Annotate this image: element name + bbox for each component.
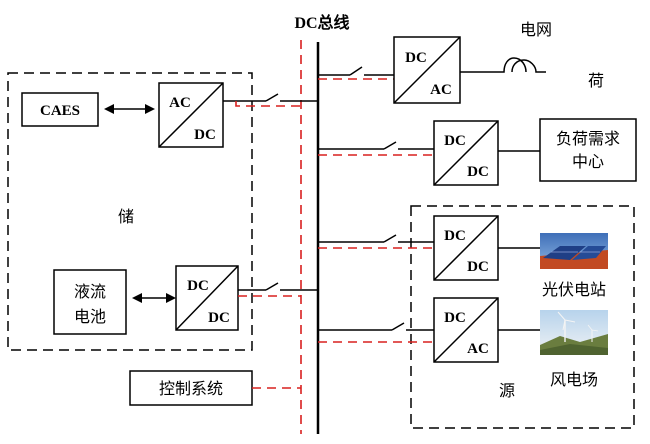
wind-farm-image (540, 310, 608, 355)
grid-switch (349, 66, 363, 76)
wind-converter-top: DC (444, 310, 466, 326)
pv-converter-top: DC (444, 228, 466, 244)
wind-converter-diagonal (433, 297, 499, 363)
caes-arrow-right-icon (145, 104, 155, 114)
caes-control-line (235, 101, 301, 107)
caes-box (21, 92, 99, 127)
grid-converter-diagonal (393, 36, 461, 104)
storage-region-label: 储 (118, 207, 134, 226)
pv-switch (383, 234, 397, 243)
load-converter-top: DC (444, 133, 466, 149)
caes-label: CAES (40, 103, 80, 119)
wind-converter-bottom: AC (467, 341, 489, 357)
grid-label: 电网 (520, 20, 552, 39)
source-region-label: 源 (499, 381, 515, 400)
flow-converter-top: DC (187, 278, 209, 294)
storage-region (7, 72, 253, 351)
caes-arrow-left-icon (104, 104, 114, 114)
wind-label: 风电场 (550, 370, 598, 389)
load-switch (383, 141, 397, 150)
flow-battery-label-2: 电池 (74, 307, 106, 326)
load-center-box (539, 118, 637, 182)
grid-transformer-icon (500, 57, 546, 73)
flow-converter-bottom: DC (208, 310, 230, 326)
flow-switch (265, 282, 279, 291)
flow-arrow-right-icon (166, 293, 176, 303)
load-center-label-1: 负荷需求 (556, 129, 620, 148)
flow-battery-label-1: 液流 (74, 282, 106, 301)
pv-label: 光伏电站 (542, 280, 606, 299)
load-converter-diagonal (433, 120, 499, 186)
caes-converter-diagonal (158, 82, 224, 148)
caes-converter-top: AC (169, 95, 191, 111)
pv-converter-diagonal (433, 215, 499, 281)
flow-battery-box (53, 269, 127, 335)
flow-converter-diagonal (175, 265, 239, 331)
pv-panel-image (540, 233, 608, 269)
flow-arrow-left-icon (132, 293, 142, 303)
grid-converter-top: DC (405, 50, 427, 66)
caes-switch (265, 93, 279, 102)
load-converter-bottom: DC (467, 164, 489, 180)
load-region-label: 荷 (588, 71, 604, 90)
control-system-label: 控制系统 (159, 379, 223, 398)
dc-bus-label: DC总线 (294, 13, 349, 32)
caes-converter-bottom: DC (194, 127, 216, 143)
grid-converter-bottom: AC (430, 82, 452, 98)
load-center-label-2: 中心 (572, 152, 604, 171)
pv-converter-bottom: DC (467, 259, 489, 275)
wind-switch (391, 322, 405, 331)
